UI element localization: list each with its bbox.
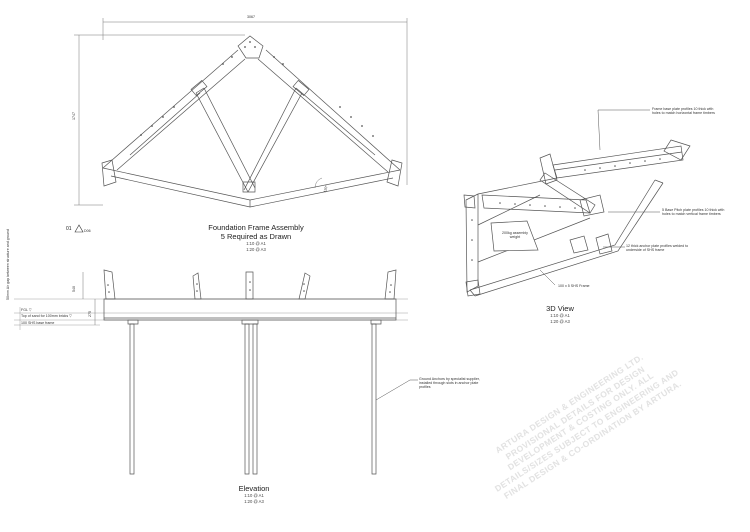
ground-anchors-note: Ground Anchors by specialist supplier, i…	[419, 377, 480, 390]
elevation-title: Elevation	[238, 484, 270, 493]
plan-title: Foundation Frame Assembly	[208, 223, 304, 232]
elevation-view	[14, 270, 418, 474]
section-marker: 01	[66, 226, 72, 232]
dimension-width: 3067	[247, 15, 255, 19]
side-note: 50mm Air gap between structure and groun…	[6, 229, 10, 300]
view3d-title: 3D View	[546, 304, 574, 313]
callout-shs-frame: 100 x 5 SHS Frame	[558, 284, 590, 288]
elevation-scale-a1: 1:10 @ A1	[244, 493, 264, 498]
dimension-540: 540	[72, 286, 76, 292]
plan-view	[74, 18, 407, 232]
elevation-scale-a3: 1:20 @ A3	[244, 499, 264, 504]
section-reference: D06	[84, 229, 91, 233]
plan-scale-a1: 1:10 @ A1	[246, 241, 266, 246]
plan-scale-a3: 1:20 @ A3	[246, 247, 266, 252]
isometric-view	[464, 110, 690, 296]
plan-subtitle: 5 Required as Drawn	[220, 232, 292, 241]
weight-label: 200kg assembly weight	[502, 231, 528, 240]
dimension-275: 275	[88, 311, 92, 317]
callout-anchor-plate: 12 thick anchor plate profiles welded to…	[626, 244, 689, 253]
callout-pitch-plate: 5 Base Pitch plate profiles 10 thick wit…	[662, 208, 725, 217]
view3d-scale-a1: 1:10 @ A1	[550, 313, 570, 318]
level-ffl: FGL ▽	[21, 308, 32, 312]
level-sand: Top of sand for 100mm bricks ▽	[21, 314, 72, 318]
dimension-height: 1747	[72, 112, 76, 120]
level-shs: 100 SHS base frame	[21, 321, 55, 325]
view3d-scale-a3: 1:20 @ A3	[550, 319, 570, 324]
callout-base-plate: Frame base plate profiles 10 thick with …	[652, 107, 715, 116]
